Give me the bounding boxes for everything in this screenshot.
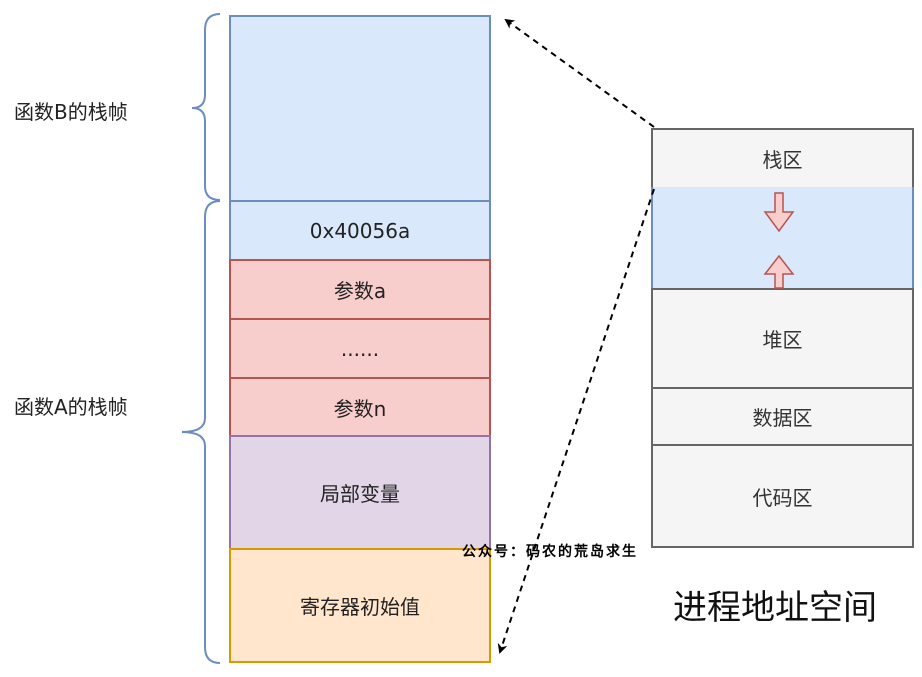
region-label: 栈区 — [762, 148, 803, 172]
frame-b-label: 函数B的栈帧 — [14, 100, 128, 124]
stack-frame-b-cell — [229, 15, 491, 202]
arrow-to-frame-bottom — [497, 188, 655, 654]
code-region: 代码区 — [651, 444, 914, 548]
region-label: 数据区 — [752, 406, 813, 430]
heap-region: 堆区 — [651, 288, 914, 389]
stack-region: 栈区 — [651, 128, 914, 189]
cell-label: ...... — [340, 336, 380, 361]
saved-registers-cell: 寄存器初始值 — [229, 548, 491, 663]
arrow-down-icon — [763, 192, 795, 233]
cell-label: 0x40056a — [309, 218, 411, 243]
local-variables-cell: 局部变量 — [229, 435, 491, 550]
data-region: 数据区 — [651, 387, 914, 446]
watermark-text: 公众号：码农的荒岛求生 — [462, 544, 638, 560]
arrow-to-frame-top — [504, 18, 655, 128]
cell-label: 参数n — [333, 396, 387, 421]
frame-b-brace — [191, 13, 221, 201]
arrow-up-icon — [763, 254, 795, 289]
region-label: 堆区 — [762, 328, 803, 352]
param-a-cell: 参数a — [229, 259, 491, 320]
region-label: 代码区 — [752, 485, 813, 510]
frame-a-label: 函数A的栈帧 — [14, 395, 128, 419]
cell-label: 寄存器初始值 — [300, 595, 420, 619]
frame-a-brace — [181, 200, 221, 664]
address-space-title: 进程地址空间 — [673, 588, 877, 628]
cell-label: 参数a — [333, 279, 387, 303]
cell-label: 局部变量 — [320, 482, 400, 506]
return-address-cell: 0x40056a — [229, 200, 491, 261]
